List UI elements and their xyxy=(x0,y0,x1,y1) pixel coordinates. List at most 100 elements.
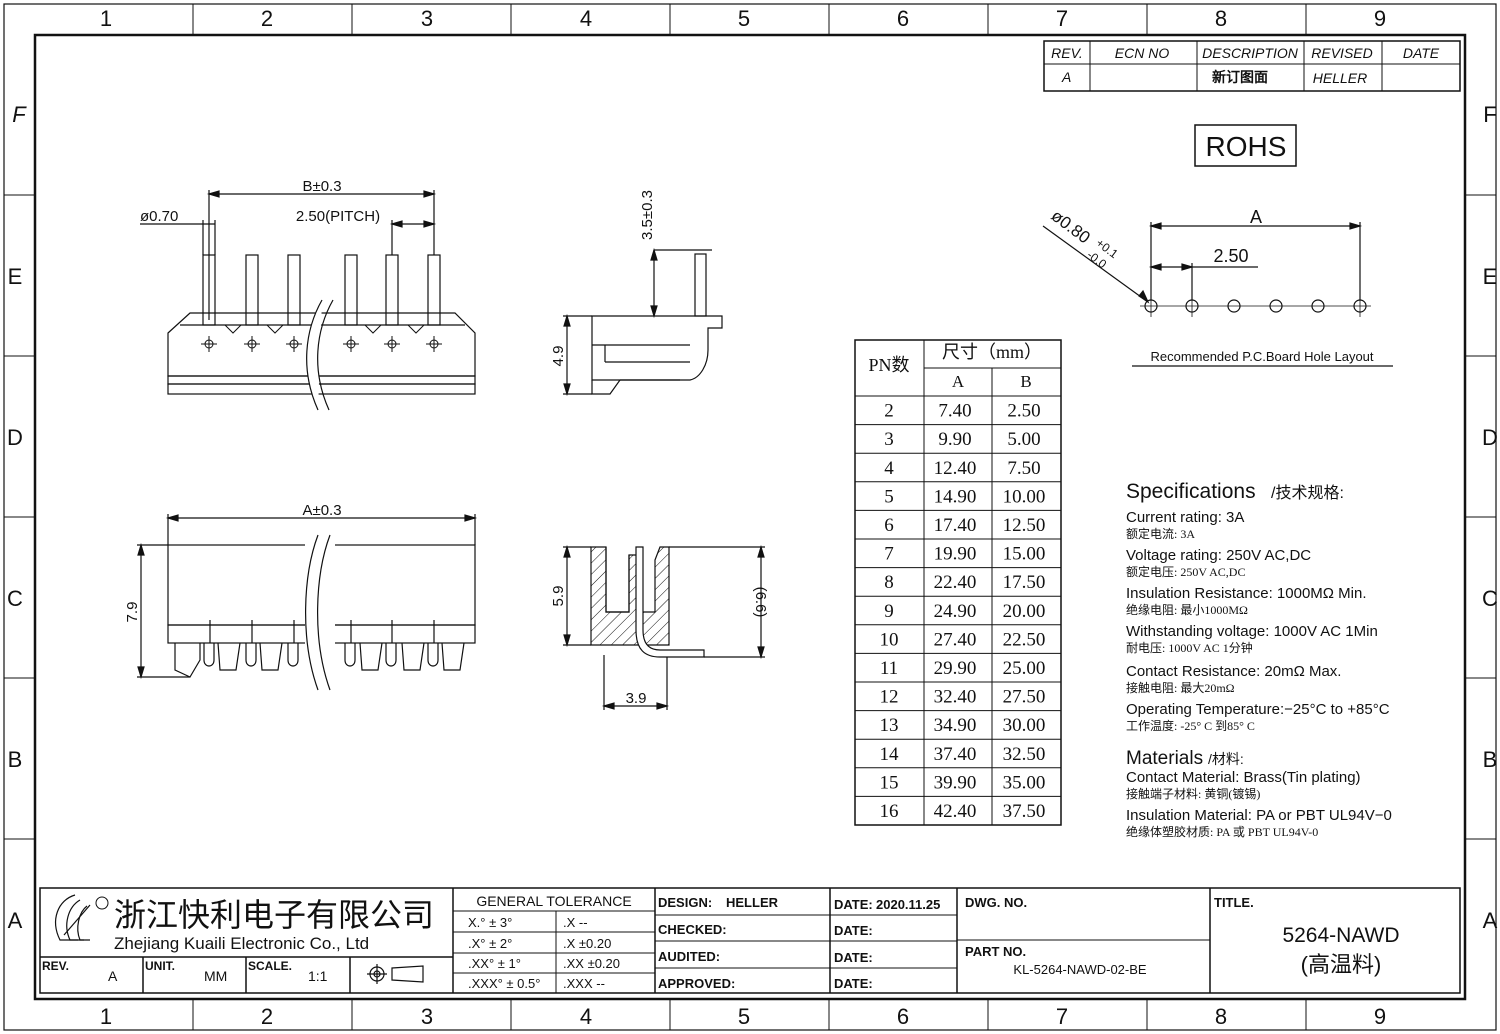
dim-row-pn: 5 xyxy=(884,486,894,507)
section-view xyxy=(563,544,765,710)
dim-row-pn: 7 xyxy=(884,544,894,565)
dim-row-b: 27.50 xyxy=(1003,687,1046,708)
zone-col-9-bottom: 9 xyxy=(1374,1004,1386,1029)
dim-row-pn: 6 xyxy=(884,515,894,536)
zone-row-b-right: B xyxy=(1483,747,1498,772)
dim-table-header-a: A xyxy=(952,372,965,391)
zone-col-6: 6 xyxy=(897,6,909,31)
dim-row-a: 12.40 xyxy=(934,458,977,479)
material-item-en: Contact Material: Brass(Tin plating) xyxy=(1126,769,1361,786)
date-header: DATE xyxy=(1403,45,1440,61)
checked-label: CHECKED: xyxy=(658,922,727,937)
dim-row-a: 7.40 xyxy=(938,401,971,422)
zone-col-5-bottom: 5 xyxy=(738,1004,750,1029)
side-view-top-labels: 3.5±0.3 4.9 xyxy=(550,190,656,366)
date-label-3: DATE: xyxy=(834,950,873,965)
spec-title: Specifications xyxy=(1126,480,1256,503)
dim-row-pn: 14 xyxy=(880,744,900,765)
dim-row-b: 37.50 xyxy=(1003,801,1046,822)
tolerance-linear: .XXX -- xyxy=(563,976,605,991)
pin-diameter-label: ø0.70 xyxy=(140,208,178,225)
tolerance-angle: X.° ± 3° xyxy=(468,915,512,930)
zone-col-6-bottom: 6 xyxy=(897,1004,909,1029)
dwg-no-label: DWG. NO. xyxy=(965,895,1027,910)
audited-label: AUDITED: xyxy=(658,949,720,964)
hole-diameter: ø0.80 xyxy=(1048,206,1094,247)
zone-col-1-bottom: 1 xyxy=(100,1004,112,1029)
zone-row-f: F xyxy=(12,102,27,127)
date-label-4: DATE: xyxy=(834,976,873,991)
dim-row-a: 22.40 xyxy=(934,572,977,593)
dim-row-pn: 8 xyxy=(884,572,894,593)
spec-item-en: Current rating: 3A xyxy=(1126,509,1244,526)
dim-table-header-b: B xyxy=(1020,372,1031,391)
zone-row-b: B xyxy=(8,747,23,772)
zone-row-e-right: E xyxy=(1483,264,1498,289)
design-label: DESIGN: xyxy=(658,895,712,910)
dim-row-b: 20.00 xyxy=(1003,601,1046,622)
dim-row-a: 24.90 xyxy=(934,601,977,622)
rev-value-tb: A xyxy=(108,968,118,984)
spec-item-en: Operating Temperature:−25°C to +85°C xyxy=(1126,701,1390,718)
zone-col-3: 3 xyxy=(421,6,433,31)
pcb-hole-layout xyxy=(1042,222,1393,367)
ecn-header: ECN NO xyxy=(1115,45,1170,61)
dim-row-b: 10.00 xyxy=(1003,486,1046,507)
tolerance-linear: .X -- xyxy=(563,915,588,930)
zone-col-4: 4 xyxy=(580,6,592,31)
revision-table: REV. ECN NO DESCRIPTION REVISED DATE A 新… xyxy=(1043,40,1461,92)
unit-value: MM xyxy=(204,968,227,984)
zone-col-2: 2 xyxy=(261,6,273,31)
dim-row-b: 2.50 xyxy=(1007,401,1040,422)
specifications: Specifications /技术规格: Current rating: 3A… xyxy=(1126,480,1392,839)
hole-dim-a: A xyxy=(1250,207,1262,227)
dim-row-b: 30.00 xyxy=(1003,715,1046,736)
zone-rows: F E D C B A F E D C B A xyxy=(7,102,1498,933)
date-label-1: DATE: xyxy=(834,897,873,912)
design-value: HELLER xyxy=(726,895,779,910)
spec-item-cn: 工作温度: -25° C 到85° C xyxy=(1126,718,1255,733)
zone-columns: 1 2 3 4 5 6 7 8 9 1 2 3 4 5 6 7 8 9 xyxy=(100,6,1386,1029)
dim-row-a: 17.40 xyxy=(934,515,977,536)
dim-row-a: 34.90 xyxy=(934,715,977,736)
zone-col-9: 9 xyxy=(1374,6,1386,31)
dim-row-a: 32.40 xyxy=(934,687,977,708)
zone-col-4-bottom: 4 xyxy=(580,1004,592,1029)
pitch-label: 2.50(PITCH) xyxy=(296,208,380,225)
dim-table-header-size: 尺寸（mm） xyxy=(942,342,1042,362)
spec-item-en: Insulation Resistance: 1000MΩ Min. xyxy=(1126,585,1367,602)
tolerance-linear: .XX ±0.20 xyxy=(563,956,620,971)
dim-row-pn: 11 xyxy=(880,658,898,679)
scale-value: 1:1 xyxy=(308,968,328,984)
dim-row-b: 15.00 xyxy=(1003,544,1046,565)
title-subtitle: (高温料) xyxy=(1301,952,1382,977)
zone-row-a: A xyxy=(8,908,23,933)
zone-col-8-bottom: 8 xyxy=(1215,1004,1227,1029)
dim-row-b: 32.50 xyxy=(1003,744,1046,765)
part-no-label: PART NO. xyxy=(965,944,1026,959)
dim-row-a: 27.40 xyxy=(934,629,977,650)
zone-row-d-right: D xyxy=(1482,425,1498,450)
company-name-cn: 浙江快利电子有限公司 xyxy=(114,897,434,933)
revised-value: HELLER xyxy=(1313,70,1367,86)
spec-item-cn: 耐电压: 1000V AC 1分钟 xyxy=(1126,640,1253,655)
rev-label: REV. xyxy=(42,959,69,973)
dim-row-b: 17.50 xyxy=(1003,572,1046,593)
zone-row-d: D xyxy=(7,425,23,450)
dim-row-pn: 2 xyxy=(884,401,894,422)
zone-col-5: 5 xyxy=(738,6,750,31)
zone-col-7-bottom: 7 xyxy=(1056,1004,1068,1029)
dim-row-b: 35.00 xyxy=(1003,772,1046,793)
rev-header: REV. xyxy=(1051,45,1083,61)
dim-row-pn: 15 xyxy=(880,772,899,793)
materials-title-cn: /材料: xyxy=(1208,751,1244,767)
title-block xyxy=(39,887,1461,994)
height-49-label: 4.9 xyxy=(550,346,567,367)
unit-label: UNIT. xyxy=(145,959,175,973)
description-value: 新订图面 xyxy=(1212,69,1268,85)
tolerance-angle: .XX° ± 1° xyxy=(468,956,521,971)
dim-row-a: 29.90 xyxy=(934,658,977,679)
date-value: 2020.11.25 xyxy=(876,897,940,912)
